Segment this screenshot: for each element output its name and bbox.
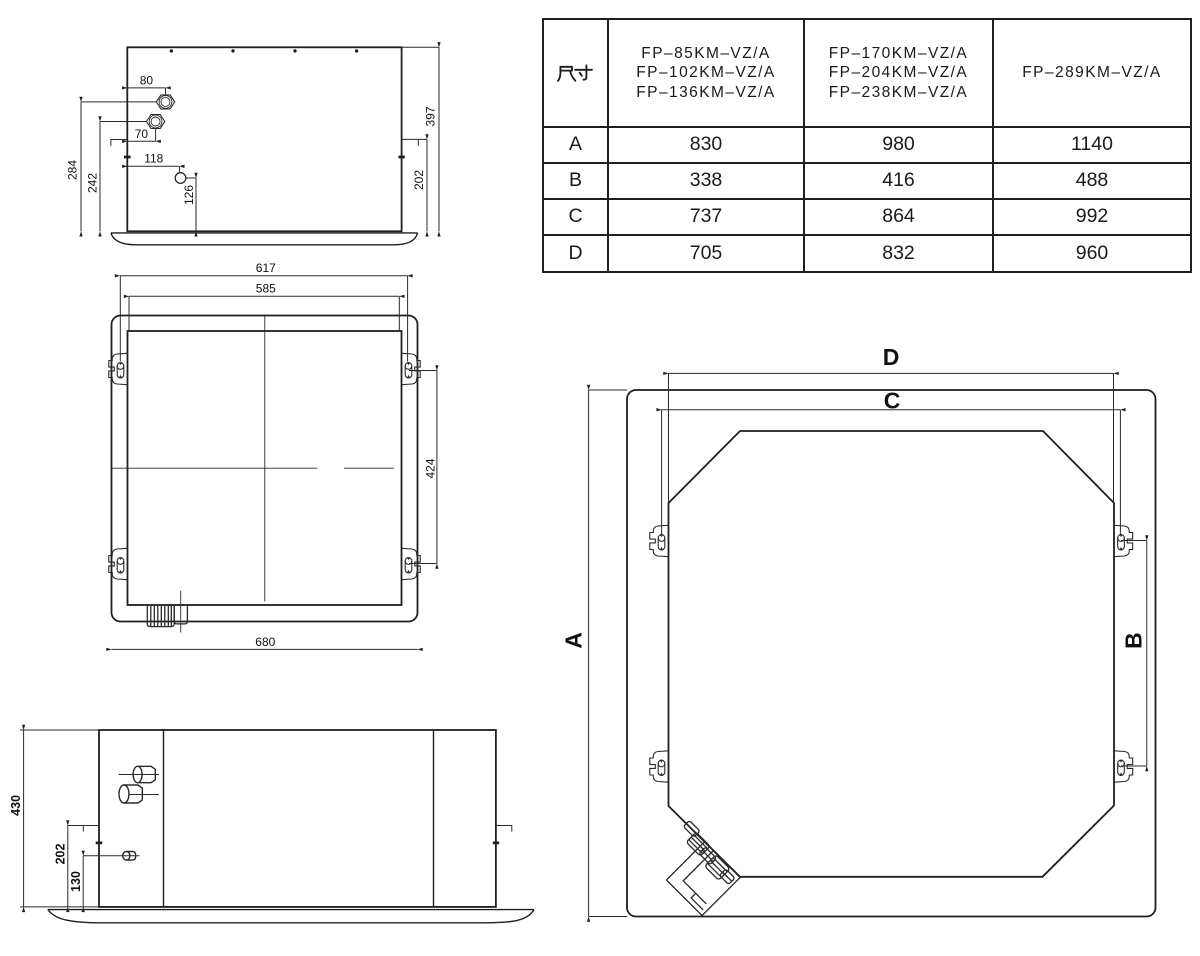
svg-text:202: 202 bbox=[53, 844, 67, 865]
svg-text:617: 617 bbox=[256, 261, 276, 275]
svg-text:118: 118 bbox=[144, 152, 163, 166]
svg-text:284: 284 bbox=[65, 160, 79, 180]
svg-text:424: 424 bbox=[423, 458, 437, 478]
svg-text:A: A bbox=[560, 632, 586, 649]
svg-text:130: 130 bbox=[69, 871, 83, 892]
svg-text:D: D bbox=[883, 344, 900, 370]
svg-text:585: 585 bbox=[256, 282, 276, 296]
svg-text:242: 242 bbox=[85, 173, 99, 193]
svg-text:202: 202 bbox=[412, 170, 426, 190]
svg-text:680: 680 bbox=[255, 635, 275, 649]
svg-text:80: 80 bbox=[140, 73, 154, 87]
svg-text:126: 126 bbox=[182, 185, 196, 205]
svg-text:70: 70 bbox=[135, 127, 149, 141]
svg-text:B: B bbox=[1120, 632, 1146, 649]
svg-text:C: C bbox=[884, 388, 901, 414]
svg-text:430: 430 bbox=[9, 795, 23, 816]
svg-text:397: 397 bbox=[424, 106, 438, 126]
